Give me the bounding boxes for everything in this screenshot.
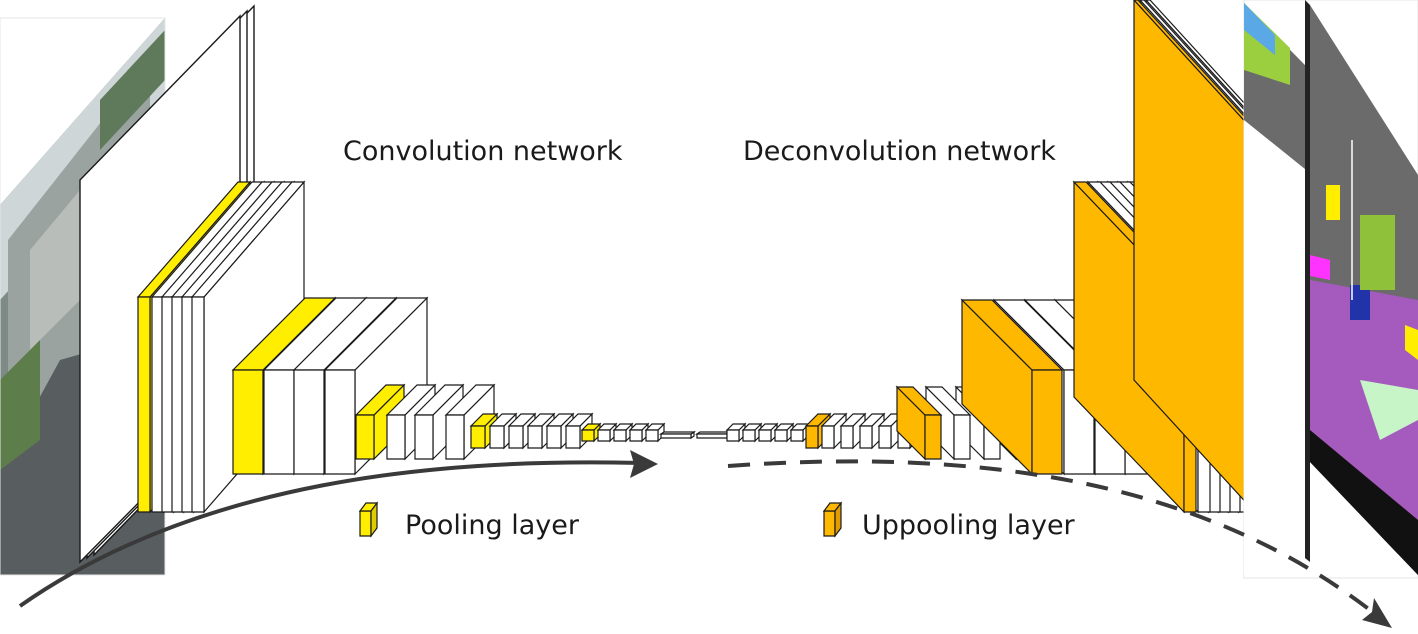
encoder-arrow — [18, 450, 658, 608]
fc-layer-dec — [695, 430, 732, 440]
encoder-arrow-head — [630, 450, 658, 478]
conv-network-title: Convolution network — [343, 136, 623, 167]
conv-layer-5c — [628, 422, 650, 443]
output-image — [1243, 0, 1418, 579]
uppooling-layer-legend-label: Uppooling layer — [862, 510, 1075, 541]
deconv-layer-1d — [773, 422, 795, 443]
deconv-layer-1c — [757, 422, 779, 443]
conv-layer-5d — [644, 422, 666, 443]
conv-layer-5b — [612, 422, 634, 443]
layers-group — [136, 0, 1312, 557]
deconv-network-title: Deconvolution network — [743, 136, 1056, 167]
deconv-layer-1b — [741, 422, 763, 443]
pooling-legend-icon — [358, 501, 379, 538]
deconv-layer-1a — [725, 422, 747, 443]
decoder-arrow — [727, 459, 1392, 628]
deconv-layer-2a — [820, 412, 848, 450]
conv-layer-5a — [596, 422, 618, 443]
unpool-layer-4 — [960, 298, 1064, 476]
unpooling-legend-icon — [822, 501, 843, 538]
pooling-layer-legend-label: Pooling layer — [405, 510, 579, 541]
pool-layer-5 — [580, 422, 602, 443]
deconv-layer-2c — [858, 412, 886, 450]
unpool-layer-3 — [895, 385, 943, 461]
conv-layer-1e — [190, 180, 306, 514]
deconv-layer-2b — [839, 412, 867, 450]
decoder-arrow-head — [1362, 598, 1392, 628]
fc-layer-enc — [659, 430, 696, 440]
